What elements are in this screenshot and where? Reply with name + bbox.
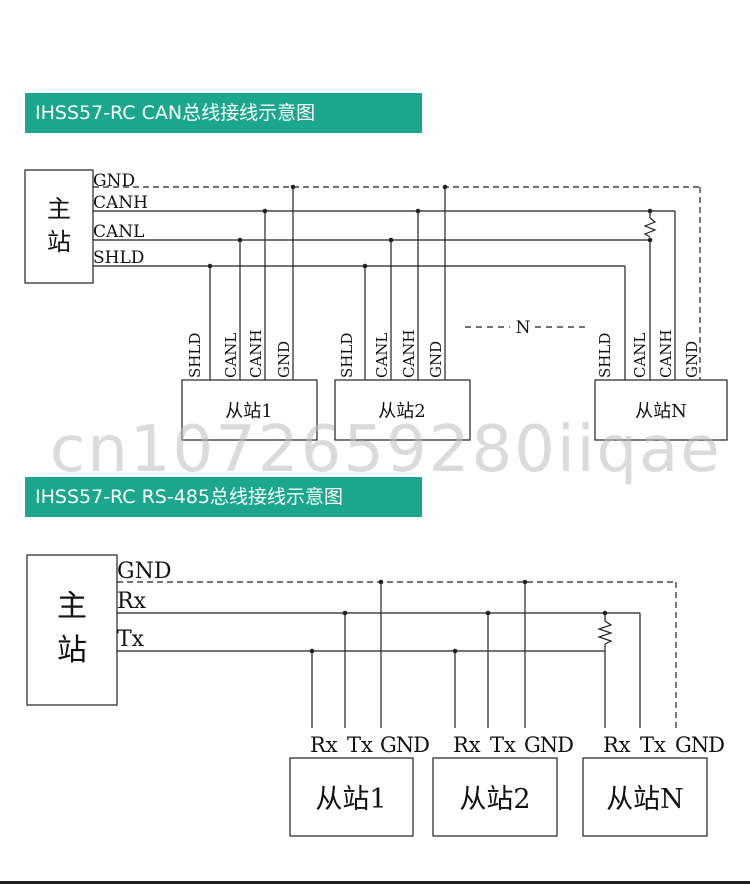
can-terminating-resistor <box>643 217 657 238</box>
rs485-slave-1-pin-gnd: GND <box>380 733 430 757</box>
can-slave-n-pin-canl: CANL <box>631 333 649 378</box>
can-slave-n-pin-shld: SHLD <box>596 333 614 378</box>
rs485-slave-2-pin-gnd: GND <box>524 733 574 757</box>
can-ellipsis-label: N <box>516 318 531 338</box>
rs485-terminating-resistor <box>597 620 613 645</box>
can-slave-n-box <box>594 379 728 441</box>
can-slave-2-pin-shld: SHLD <box>338 333 356 378</box>
can-slave-2-pin-gnd: GND <box>427 341 445 378</box>
can-bus-shld-label: SHLD <box>93 248 144 268</box>
rs485-slave-2-pin-rx: Rx <box>453 733 481 757</box>
can-slave-n-label: 从站N <box>635 401 687 422</box>
rs485-bus-rx-label: Rx <box>117 589 147 614</box>
rs485-diagram-title: IHSS57-RC RS-485总线接线示意图 <box>25 477 422 517</box>
can-slave-1-label: 从站1 <box>225 401 272 422</box>
can-diagram-title: IHSS57-RC CAN总线接线示意图 <box>25 93 422 133</box>
rs485-slave-n-label: 从站N <box>606 784 684 815</box>
rs485-slave-1-label: 从站1 <box>315 784 386 815</box>
rs485-bus-gnd-label: GND <box>117 559 171 584</box>
rs485-slave-n-box <box>582 757 708 837</box>
can-slave-1-box <box>181 379 318 441</box>
can-master-box <box>24 169 94 284</box>
rs485-slave-1-box <box>289 757 414 837</box>
can-slave-n-pin-canh: CANH <box>657 329 675 378</box>
rs485-slave-n-pin-gnd: GND <box>675 733 725 757</box>
can-bus-gnd-label: GND <box>93 171 135 191</box>
bottom-divider <box>0 881 750 884</box>
can-slave-1-pin-canh: CANH <box>247 329 265 378</box>
can-slave-2-pin-canh: CANH <box>400 329 418 378</box>
rs485-master-label-2: 站 <box>57 633 87 668</box>
watermark: cn1072659280iiqae <box>50 413 722 487</box>
can-bus-canl-label: CANL <box>93 222 144 242</box>
can-slave-1-pin-canl: CANL <box>222 333 240 378</box>
can-slave-2-pin-canl: CANL <box>373 333 391 378</box>
rs485-master-box <box>26 554 118 706</box>
rs485-slave-1-pin-rx: Rx <box>310 733 338 757</box>
rs485-slave-2-pin-tx: Tx <box>490 733 516 757</box>
rs485-bus-tx-label: Tx <box>117 627 145 652</box>
can-slave-2-box <box>334 379 471 441</box>
can-slave-1-pin-shld: SHLD <box>186 333 204 378</box>
rs485-master-label-1: 主 <box>57 589 87 624</box>
rs485-slave-1-pin-tx: Tx <box>347 733 373 757</box>
rs485-slave-2-label: 从站2 <box>459 784 530 815</box>
can-bus-canh-label: CANH <box>93 193 148 213</box>
can-master-label-1: 主 <box>47 195 71 223</box>
can-slave-1-pin-gnd: GND <box>275 341 293 378</box>
rs485-slave-n-pin-tx: Tx <box>640 733 666 757</box>
rs485-slave-n-pin-rx: Rx <box>603 733 631 757</box>
rs485-slave-2-box <box>432 757 558 837</box>
can-slave-2-label: 从站2 <box>378 401 425 422</box>
can-master-label-2: 站 <box>47 228 71 256</box>
can-slave-n-pin-gnd: GND <box>683 341 701 378</box>
